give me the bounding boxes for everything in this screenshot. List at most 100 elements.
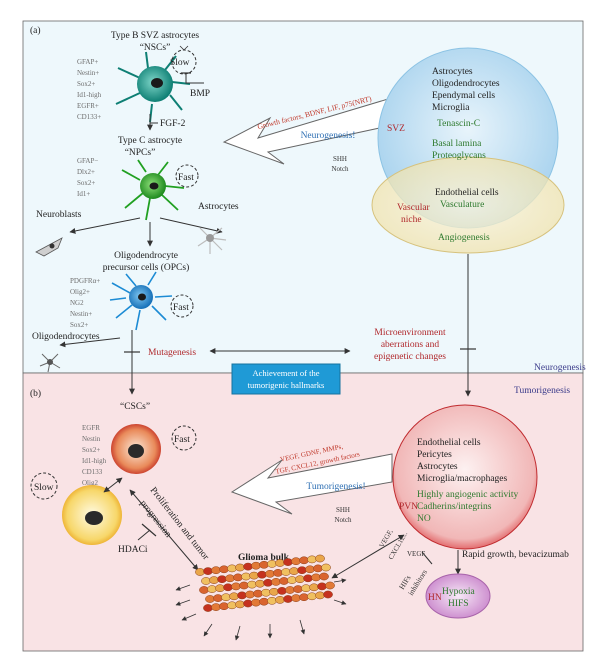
csc-marker: Id1-high	[82, 457, 107, 465]
glioma-cell	[257, 570, 267, 579]
svz-cell: Oligodendrocytes	[432, 79, 500, 89]
glioma-cell	[301, 584, 311, 593]
csc-marker: EGFR	[82, 424, 100, 432]
svz-green: Tenascin-C	[437, 119, 480, 129]
glioma-cell	[271, 578, 281, 586]
glioma-cell	[279, 577, 289, 585]
opc-fast-timer-icon	[170, 294, 194, 318]
invasion-arrow	[175, 584, 191, 591]
glioma-cell	[291, 557, 301, 566]
astrocyte-cell	[197, 227, 227, 254]
niche-label: Vascular	[397, 203, 431, 213]
pvn-circle	[392, 404, 538, 550]
typeB-marker: Nestin+	[77, 69, 99, 77]
glioma-cell	[313, 564, 323, 573]
glioma-cell	[213, 594, 223, 602]
glioma-cell	[225, 574, 235, 583]
svz-cell: Ependymal cells	[432, 91, 495, 101]
glioma-cell	[241, 572, 251, 581]
bmp-inhibition	[185, 73, 204, 84]
csc-marker: Nestin	[82, 435, 101, 443]
glioma-cell	[229, 592, 239, 601]
typeB-title-2: “NSCs”	[140, 43, 171, 53]
glioma-cell	[315, 554, 325, 563]
invasion-arrow	[203, 623, 213, 637]
glioma-cell	[237, 591, 247, 600]
panel-b-corner-label: Tumorigenesis	[514, 386, 570, 396]
fast-timer-icon	[175, 164, 199, 188]
hn-label: HN	[428, 593, 442, 603]
invasion-arrow	[181, 613, 197, 621]
csc-markers: EGFR Nestin Sox2+ Id1-high CD133 Olig2	[82, 424, 107, 487]
pvn-cell: Microglia/macrophages	[417, 474, 508, 484]
opc-marker: NG2	[70, 299, 84, 307]
typeC-marker: Id1+	[77, 190, 90, 198]
proliferation-arrow	[129, 489, 199, 571]
tumor-signal: Notch	[334, 516, 352, 524]
astrocytes-label: Astrocytes	[198, 202, 239, 212]
hallmarks-box	[231, 363, 341, 395]
invasion-arrow	[175, 599, 191, 606]
typeC-cell	[121, 159, 185, 221]
vascular-niche-ellipse	[371, 156, 565, 254]
glioma-cell	[233, 573, 243, 582]
niche-cell: Vasculature	[440, 200, 484, 210]
svz-green: Proteoglycans	[432, 151, 486, 161]
glioma-cell	[309, 583, 319, 592]
to-oligodendrocytes-arrow	[59, 337, 121, 348]
hypoxia-label: Hypoxia	[442, 587, 476, 597]
glioma-cell	[267, 560, 277, 568]
glioma-cell	[259, 560, 269, 569]
glioma-cell	[293, 585, 303, 593]
glioma-cell	[255, 579, 265, 588]
glioma-cell	[315, 591, 325, 600]
tumorigenesis-arrow	[230, 453, 393, 515]
niche-label: niche	[401, 215, 422, 225]
fast-csc-cell	[111, 424, 161, 474]
opc-title-1: Oligodendrocyte	[114, 251, 178, 261]
glioma-cell	[291, 594, 301, 602]
glioma-cell	[211, 603, 221, 611]
glioma-cell	[223, 583, 233, 592]
neurogenesis-signal: SHH	[333, 155, 347, 163]
glioma-cell	[311, 573, 321, 582]
cscs-label: “CSCs”	[120, 402, 150, 412]
invasion-arrow	[333, 599, 347, 605]
typeC-title-2: “NPCs”	[125, 148, 156, 158]
glioma-cell	[249, 571, 259, 580]
bmp-label: BMP	[190, 89, 210, 99]
typeB-markers: GFAP+ Nestin+ Sox2+ Id1-high EGFR+ CD133…	[77, 58, 102, 121]
glioma-cell	[289, 567, 299, 575]
opc-markers: PDGFRα+ Olig2+ NG2 Nestin+ Sox2+	[70, 277, 100, 329]
glioma-cell	[253, 589, 263, 598]
neurogenesis-arrow	[222, 95, 399, 165]
pvn-label: PVN	[399, 502, 418, 512]
glioma-label: Glioma bulk	[238, 553, 290, 563]
glioma-cell	[295, 575, 305, 584]
glioma-cell	[251, 598, 261, 607]
glioma-cell	[307, 592, 317, 601]
glioma-cell	[195, 568, 205, 576]
pvn-cell: Endothelial cells	[417, 438, 481, 448]
pvn-cell: Pericytes	[417, 450, 452, 460]
glioma-cell	[215, 584, 225, 593]
glioma-cell	[243, 599, 253, 608]
glioma-cell	[275, 559, 285, 567]
csc-marker: Olig2	[82, 479, 98, 487]
glioma-cell	[247, 580, 257, 589]
glioma-cell	[263, 578, 273, 587]
csc-marker: CD133	[82, 468, 103, 476]
glioma-cell	[259, 597, 269, 606]
csc-fast-label: Fast	[174, 435, 190, 445]
glioma-cell	[281, 568, 291, 576]
glioma-cell	[219, 602, 229, 611]
glioma-cell	[243, 562, 253, 571]
pvn-green: NO	[417, 514, 431, 524]
glioma-cell	[205, 595, 215, 603]
svz-green: Basal lamina	[432, 139, 482, 149]
glioma-cell	[207, 585, 217, 593]
opc-cell	[109, 271, 173, 331]
mutagenesis-label: Mutagenesis	[148, 348, 196, 358]
glioma-cell	[299, 593, 309, 602]
